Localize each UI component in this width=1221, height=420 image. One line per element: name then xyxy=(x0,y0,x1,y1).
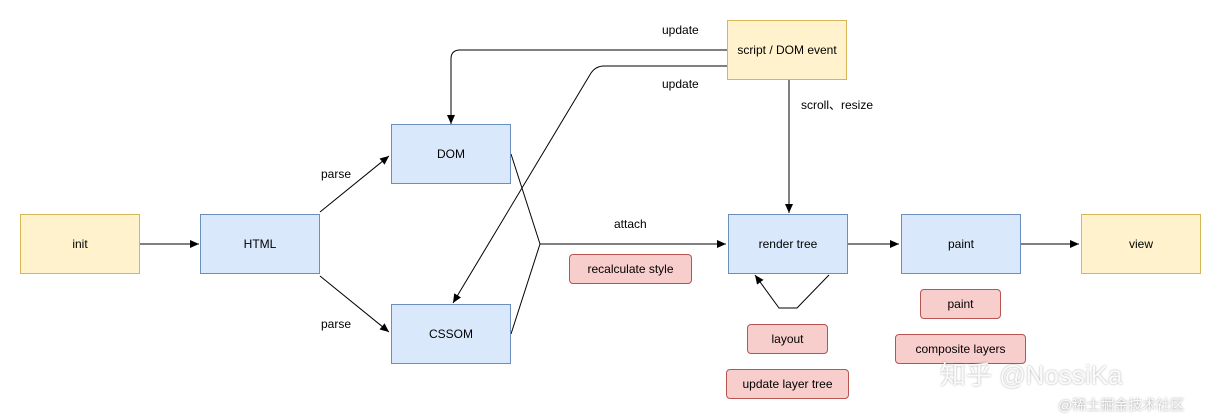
arrow-event-to-dom xyxy=(447,49,727,124)
recalculate-style-note: recalculate style xyxy=(569,254,692,284)
connector-cssom-to-merge xyxy=(510,243,541,335)
init-node: init xyxy=(20,214,140,274)
arrow-html-to-cssom xyxy=(319,275,390,333)
html-node: HTML xyxy=(200,214,320,274)
update-label-bottom: update xyxy=(662,77,699,91)
render-tree-node: render tree xyxy=(728,214,848,274)
layout-note: layout xyxy=(747,324,828,354)
arrow-html-to-dom xyxy=(319,155,390,213)
watermark-zhihu: 知乎 @NossiKa xyxy=(940,360,1123,390)
paint-note: paint xyxy=(920,289,1001,319)
paint-node: paint xyxy=(901,214,1021,274)
attach-label: attach xyxy=(614,217,647,231)
parse-label-top: parse xyxy=(321,167,352,181)
update-label-top: update xyxy=(662,23,699,37)
parse-label-bottom: parse xyxy=(321,317,352,331)
arrow-event-to-cssom xyxy=(452,65,727,304)
watermark-juejin: @稀土掘金技术社区 xyxy=(1058,397,1185,413)
script-dom-event-node: script / DOM event xyxy=(727,20,847,80)
view-node: view xyxy=(1081,214,1201,274)
composite-layers-note: composite layers xyxy=(895,334,1026,364)
connector-dom-to-merge xyxy=(510,153,541,245)
arrow-layout-loop xyxy=(754,274,830,309)
scroll-resize-label: scroll、resize xyxy=(801,98,874,112)
dom-node: DOM xyxy=(391,124,511,184)
cssom-node: CSSOM xyxy=(391,304,511,364)
update-layer-tree-note: update layer tree xyxy=(726,369,849,399)
